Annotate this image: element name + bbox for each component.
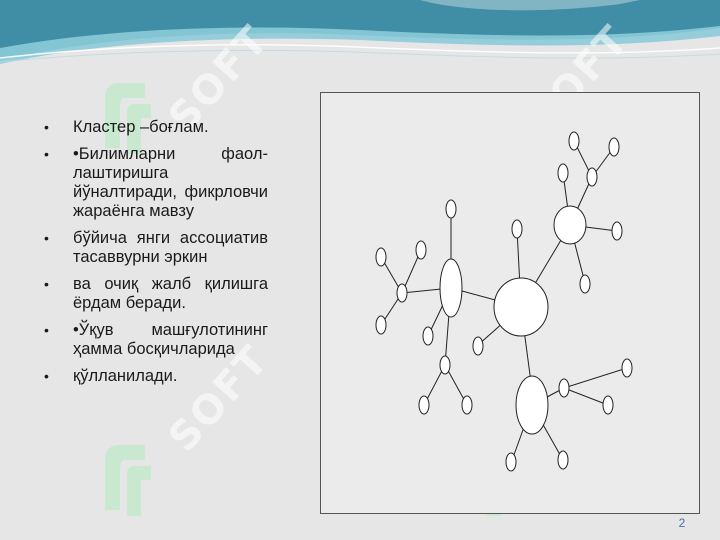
bullet-item: Кластер –боғлам. xyxy=(40,118,268,137)
cluster-leaf-node xyxy=(557,450,569,470)
cluster-node xyxy=(439,258,463,318)
cluster-node xyxy=(553,205,587,245)
bullet-item: •Ўқув машғулотининг ҳамма босқичларида xyxy=(40,321,268,359)
watermark-logo-icon xyxy=(105,445,151,516)
cluster-leaf-node xyxy=(439,355,451,375)
cluster-leaf-node xyxy=(511,219,523,239)
cluster-leaf-node xyxy=(586,167,598,187)
cluster-leaf-node xyxy=(461,395,473,415)
cluster-leaf-node xyxy=(579,274,591,294)
cluster-leaf-node xyxy=(602,395,614,415)
cluster-leaf-node xyxy=(396,283,408,303)
cluster-leaf-node xyxy=(611,221,623,241)
bullet-item: бўйича янги ассоциатив тасаввурни эркин xyxy=(40,229,268,267)
cluster-leaf-node xyxy=(415,240,427,260)
bullet-item: ва очиқ жалб қилишга ёрдам беради. xyxy=(40,275,268,313)
cluster-leaf-node xyxy=(621,358,633,378)
cluster-leaf-node xyxy=(418,395,430,415)
cluster-leaf-node xyxy=(472,336,484,356)
cluster-node xyxy=(515,375,549,435)
cluster-diagram xyxy=(375,131,633,472)
cluster-leaf-node xyxy=(558,378,570,398)
cluster-leaf-node xyxy=(422,326,434,346)
page-number: 2 xyxy=(678,516,686,530)
cluster-diagram-frame xyxy=(320,92,700,514)
cluster-leaf-node xyxy=(375,315,387,335)
cluster-leaf-node xyxy=(608,137,620,157)
bullet-item: •Билимларни фаол-лаштиришга йўналтиради,… xyxy=(40,145,268,221)
cluster-leaf-node xyxy=(505,452,517,472)
cluster-center-node xyxy=(493,277,549,337)
cluster-leaf-node xyxy=(445,199,457,219)
cluster-leaf-node xyxy=(375,247,387,267)
cluster-leaf-node xyxy=(568,131,580,151)
cluster-leaf-node xyxy=(557,163,569,183)
bullet-list: Кластер –боғлам. •Билимларни фаол-лаштир… xyxy=(40,118,268,394)
bullet-item: қўлланилади. xyxy=(40,367,268,386)
